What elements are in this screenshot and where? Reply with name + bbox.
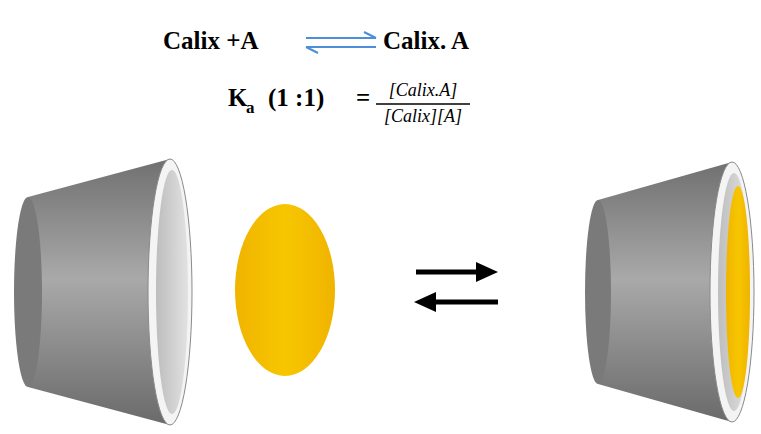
constant-subscript: a	[246, 99, 255, 118]
guest-ellipse	[235, 204, 335, 376]
equation-term: Calix. A	[383, 27, 469, 55]
equilibrium-arrow	[306, 32, 376, 53]
stoichiometry: (1 :1)	[268, 84, 324, 112]
equilibrium-arrow	[414, 262, 498, 312]
equals-sign: =	[356, 84, 370, 112]
constant-symbol: K	[228, 84, 247, 112]
complex-cone	[585, 162, 754, 422]
fraction-numerator: [Calix.A]	[376, 81, 470, 101]
fraction-bar	[376, 103, 470, 104]
calix-cone	[14, 159, 192, 425]
equation-term: Calix +A	[163, 27, 259, 55]
fraction-denominator: [Calix][A]	[376, 107, 470, 127]
